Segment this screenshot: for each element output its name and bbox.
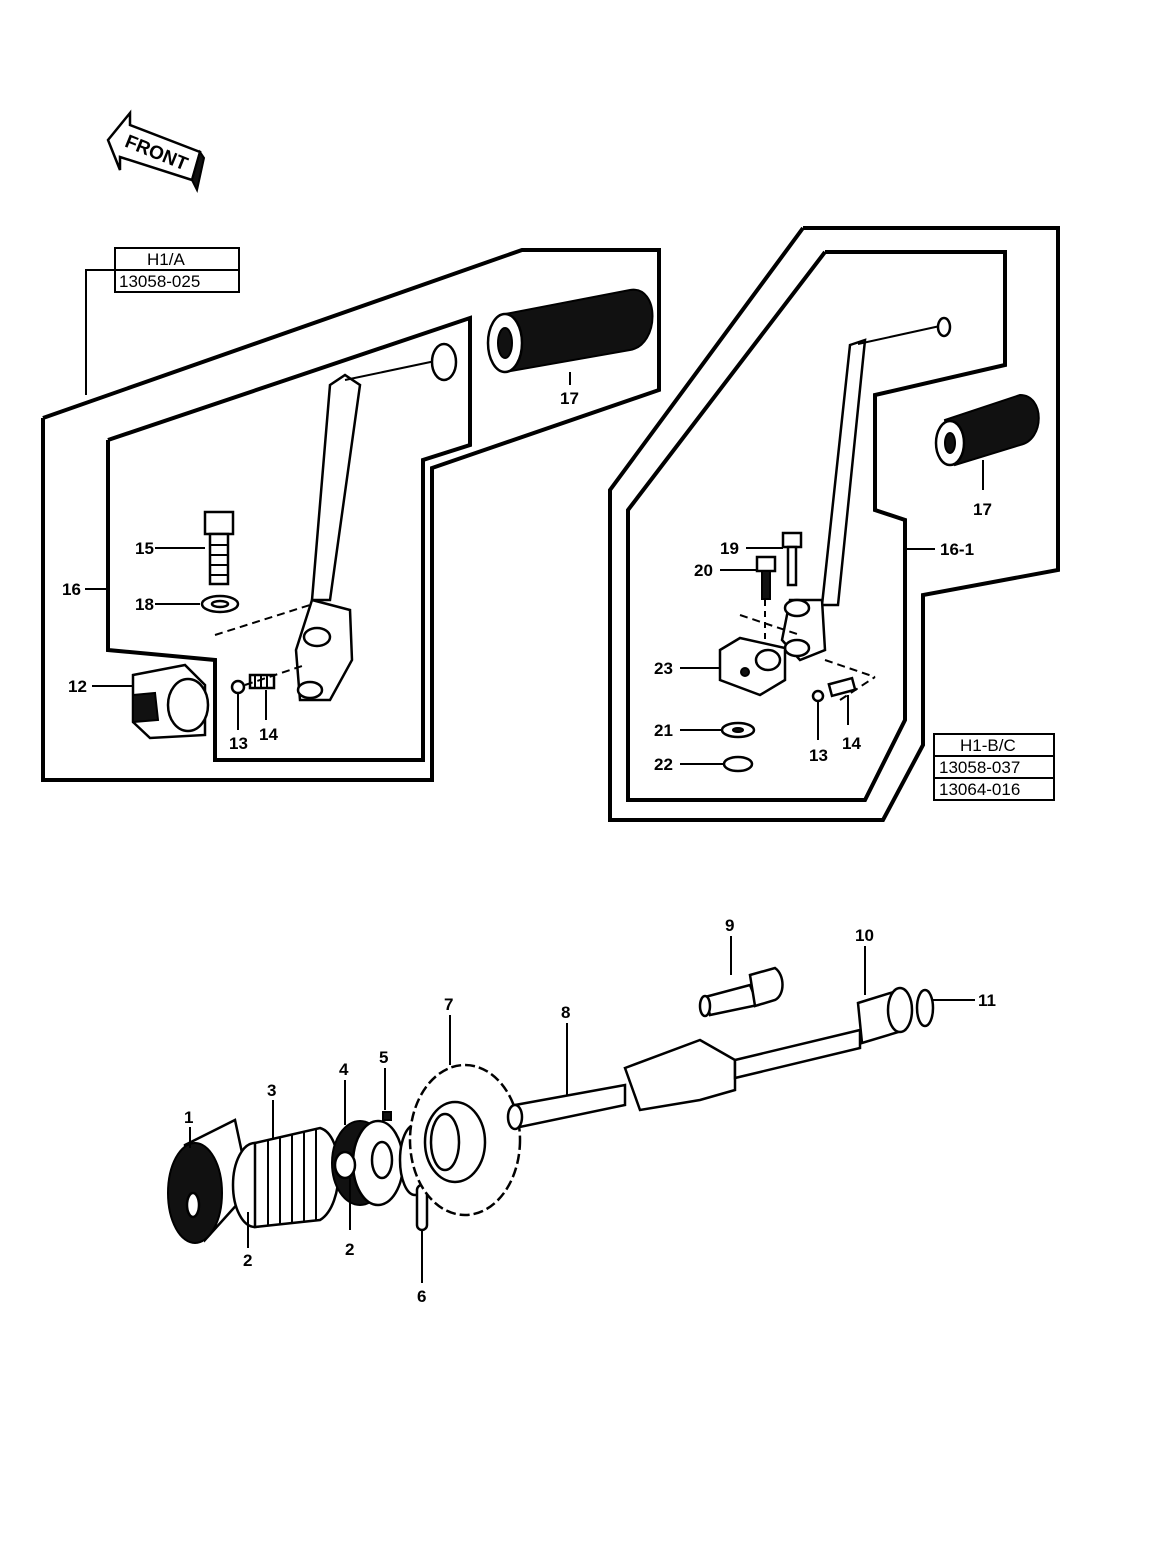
label-15: 15 xyxy=(135,539,154,558)
label-21: 21 xyxy=(654,721,673,740)
label-9: 9 xyxy=(725,916,734,935)
h1bc-outer-boundary xyxy=(608,226,1060,822)
label-1: 1 xyxy=(184,1108,193,1127)
part-1-cap xyxy=(167,1118,252,1244)
kick-arm-right xyxy=(780,316,952,662)
label-23: 23 xyxy=(654,659,673,678)
ball-13-left xyxy=(230,679,246,695)
h1bc-code-1: 13058-037 xyxy=(939,758,1020,777)
label-18: 18 xyxy=(135,595,154,614)
bolt-15 xyxy=(203,510,235,586)
h1bc-code-2: 13064-016 xyxy=(939,780,1020,799)
label-13-right: 13 xyxy=(809,746,828,765)
h1bc-inner-boundary xyxy=(626,250,1007,802)
part-3-spring xyxy=(231,1126,340,1229)
h1bc-variant-box: H1-B/C 13058-037 13064-016 xyxy=(933,733,1055,801)
collar-12 xyxy=(131,663,210,740)
part-2-clip-right xyxy=(333,1150,357,1180)
label-22: 22 xyxy=(654,755,673,774)
label-2-left: 2 xyxy=(243,1251,252,1270)
h1a-outer-boundary xyxy=(41,248,661,782)
label-14-right: 14 xyxy=(842,734,861,753)
label-4: 4 xyxy=(339,1060,349,1079)
label-12: 12 xyxy=(68,677,87,696)
part-10-collar xyxy=(856,986,914,1045)
label-16-1: 16-1 xyxy=(940,540,974,559)
label-11: 11 xyxy=(978,991,996,1010)
part-5-pin xyxy=(382,1111,392,1121)
label-10: 10 xyxy=(855,926,874,945)
label-17-left: 17 xyxy=(560,389,579,408)
kick-arm-left xyxy=(294,342,458,702)
spring-14-left xyxy=(248,673,276,690)
h1a-inner-boundary xyxy=(106,315,472,762)
part-7-gear xyxy=(408,1063,522,1217)
h1a-leader xyxy=(85,269,115,395)
h1a-model: H1/A xyxy=(147,250,185,269)
h1a-variant-box: H1/A 13058-025 xyxy=(114,247,240,293)
label-8: 8 xyxy=(561,1003,570,1022)
front-arrow: FRONT xyxy=(106,109,206,193)
bolt-20 xyxy=(755,555,777,600)
rubber-grip-right xyxy=(934,393,1040,467)
label-3: 3 xyxy=(267,1081,276,1100)
label-13-left: 13 xyxy=(229,734,248,753)
part-11-circlip xyxy=(915,988,935,1028)
h1a-code: 13058-025 xyxy=(119,272,200,291)
label-2-right: 2 xyxy=(345,1240,354,1259)
ball-13-right xyxy=(811,689,825,703)
lockwasher-22 xyxy=(722,755,754,773)
bolt-19 xyxy=(781,531,803,587)
part-4-holder xyxy=(331,1119,405,1207)
rubber-grip-left xyxy=(486,288,654,374)
part-8-shaft xyxy=(506,1028,862,1131)
h1bc-model: H1-B/C xyxy=(960,736,1016,755)
label-17-right: 17 xyxy=(973,500,992,519)
label-19: 19 xyxy=(720,539,739,558)
label-16: 16 xyxy=(62,580,81,599)
label-20: 20 xyxy=(694,561,713,580)
label-14-left: 14 xyxy=(259,725,278,744)
part-9-bolt xyxy=(698,966,784,1018)
label-5: 5 xyxy=(379,1048,388,1067)
spring-14-right xyxy=(827,676,857,698)
clamp-23 xyxy=(718,636,787,697)
label-7: 7 xyxy=(444,995,453,1014)
label-6: 6 xyxy=(417,1287,426,1306)
